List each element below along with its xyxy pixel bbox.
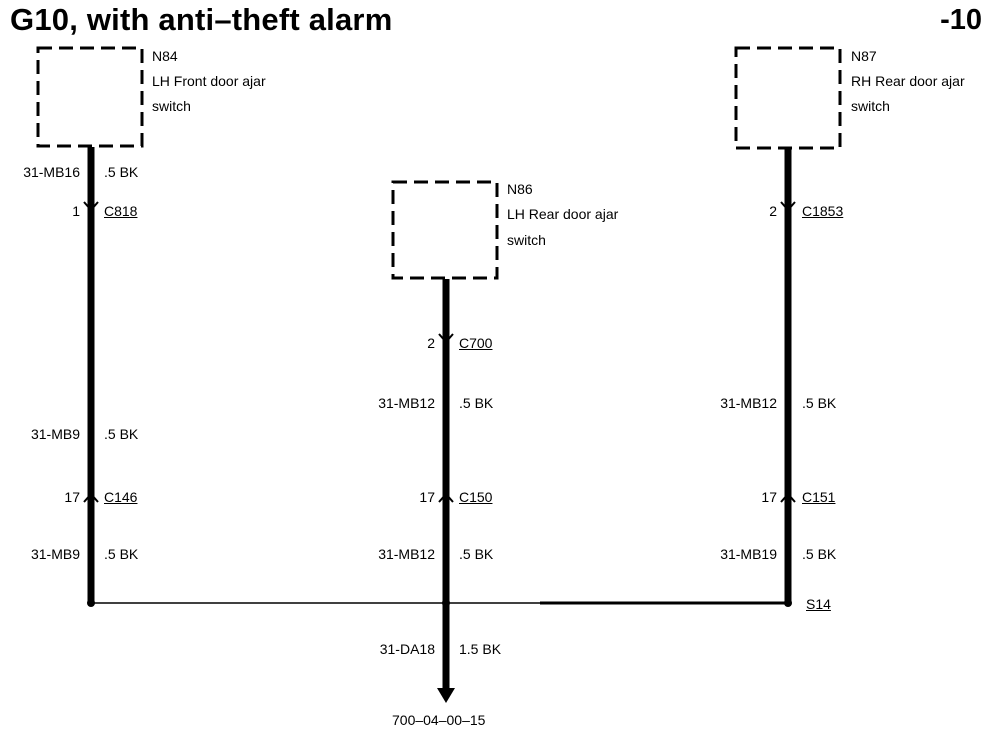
right-wire1-spec: .5 BK — [802, 395, 837, 411]
right-wire2-spec: .5 BK — [802, 546, 837, 562]
n87-name-line1: RH Rear door ajar — [851, 73, 965, 89]
right-connector1-pin: 2 — [769, 203, 777, 219]
left-connector2: C146 — [104, 489, 138, 505]
n86-ref: N86 — [507, 181, 533, 197]
n84-ref: N84 — [152, 48, 178, 64]
n86-name-line1: LH Rear door ajar — [507, 206, 619, 222]
component-box-n84 — [36, 46, 144, 148]
left-connector1-pin: 1 — [72, 203, 80, 219]
right-wire2-id: 31-MB19 — [720, 546, 777, 562]
splice-dot-s14 — [784, 599, 792, 607]
diagram-title: G10, with anti–theft alarm — [10, 2, 393, 37]
left-wire2-id: 31-MB9 — [30, 426, 80, 442]
middle-connector2-pin: 17 — [419, 489, 435, 505]
middle-connector2: C150 — [459, 489, 493, 505]
middle-wire1-spec: .5 BK — [459, 395, 494, 411]
right-connector1: C1853 — [802, 203, 844, 219]
component-box-n86 — [391, 180, 499, 280]
left-wire1-spec: .5 BK — [104, 164, 139, 180]
left-connector1: C818 — [104, 203, 138, 219]
left-wire2-spec: .5 BK — [104, 426, 139, 442]
connector-symbol-c818 — [83, 201, 99, 212]
splice-dot-left — [87, 599, 95, 607]
ground-arrow-icon — [437, 688, 455, 703]
middle-wire1-id: 31-MB12 — [378, 395, 435, 411]
middle-wire2-spec: .5 BK — [459, 546, 494, 562]
left-wire3-spec: .5 BK — [104, 546, 139, 562]
right-connector2-pin: 17 — [761, 489, 777, 505]
splice-s14-label: S14 — [806, 596, 831, 612]
middle-connector1-pin: 2 — [427, 335, 435, 351]
middle-wire2-id: 31-MB12 — [378, 546, 435, 562]
n84-name-line1: LH Front door ajar — [152, 73, 266, 89]
ground-wire-spec: 1.5 BK — [459, 641, 502, 657]
n84-name-line2: switch — [152, 98, 191, 114]
left-wire1-id: 31-MB16 — [23, 164, 80, 180]
right-wire1-id: 31-MB12 — [720, 395, 777, 411]
connector-symbol-c1853 — [780, 201, 796, 212]
connector-symbol-c146 — [83, 492, 99, 503]
right-connector2: C151 — [802, 489, 836, 505]
ground-wire-id: 31-DA18 — [379, 641, 435, 657]
ground-reference: 700–04–00–15 — [392, 712, 486, 728]
page-number: -10 — [940, 4, 982, 36]
left-connector2-pin: 17 — [64, 489, 80, 505]
n86-name-line2: switch — [507, 232, 546, 248]
left-wire3-id: 31-MB9 — [30, 546, 80, 562]
connector-symbol-c700 — [438, 333, 454, 344]
middle-connector1: C700 — [459, 335, 493, 351]
n87-name-line2: switch — [851, 98, 890, 114]
connector-symbol-c150 — [438, 492, 454, 503]
connector-symbol-c151 — [780, 492, 796, 503]
component-box-n87 — [734, 46, 842, 150]
n87-ref: N87 — [851, 48, 877, 64]
